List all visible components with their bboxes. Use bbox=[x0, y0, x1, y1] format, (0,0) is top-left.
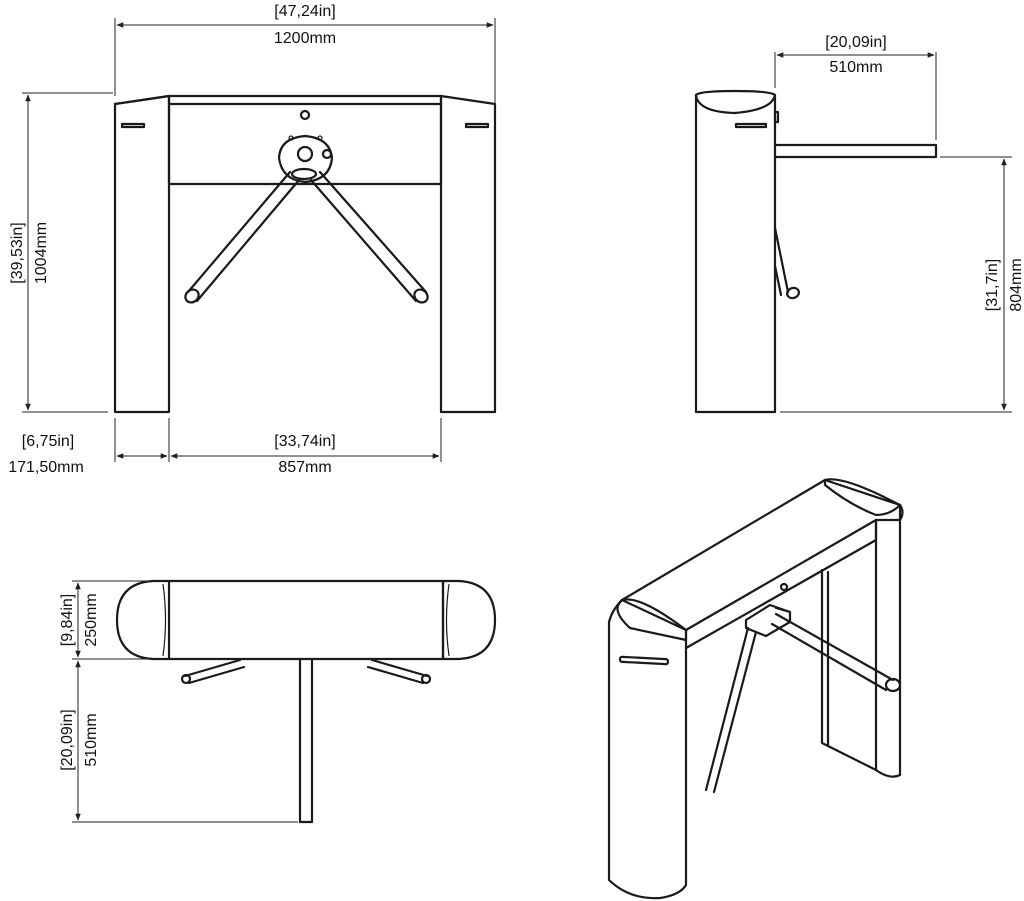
iso-far-cap bbox=[823, 478, 902, 517]
iso-horizontal-arm bbox=[770, 612, 895, 692]
top-arm-length-inches: [20,09in] bbox=[59, 709, 76, 770]
front-height-inches: [39,53in] bbox=[9, 222, 26, 283]
front-lock-icon bbox=[299, 109, 311, 121]
front-right-post bbox=[439, 94, 497, 414]
iso-lock-icon bbox=[779, 582, 789, 592]
side-arm-height-mm: 804mm bbox=[1008, 258, 1024, 311]
front-left-arm bbox=[186, 170, 301, 303]
iso-near-cap bbox=[616, 598, 688, 642]
front-housing bbox=[167, 102, 443, 186]
side-arm-length-mm: 510mm bbox=[829, 59, 882, 76]
iso-near-post bbox=[607, 620, 688, 900]
top-left-cap bbox=[115, 579, 171, 661]
side-arm-length-inches: [20,09in] bbox=[825, 34, 886, 51]
top-long-arm bbox=[298, 657, 314, 824]
front-passage-width-inches: [33,74in] bbox=[274, 433, 335, 450]
top-arm-length-mm: 510mm bbox=[83, 713, 100, 766]
top-right-arm bbox=[366, 658, 429, 685]
side-horizontal-arm bbox=[773, 143, 938, 159]
iso-far-post bbox=[820, 538, 878, 772]
iso-far-post-edge bbox=[874, 503, 902, 778]
top-left-arm bbox=[183, 658, 246, 685]
side-arm-height-inches: [31,7in] bbox=[984, 259, 1001, 311]
front-right-slot bbox=[464, 122, 490, 129]
front-top-beam bbox=[167, 94, 443, 106]
front-right-arm bbox=[309, 170, 428, 303]
top-view: [9,84in] 250mm [20,09in] 510mm bbox=[59, 579, 497, 824]
side-slot bbox=[734, 122, 768, 129]
front-post-width-mm: 171,50mm bbox=[8, 459, 84, 476]
front-width-mm: 1200mm bbox=[274, 30, 336, 47]
side-view: [20,09in] 510mm [31,7in] 804mm bbox=[694, 34, 1024, 414]
front-view: [47,24in] 1200mm [39,53in] 1004mm [6,75i… bbox=[8, 3, 497, 476]
front-left-post bbox=[113, 94, 171, 414]
front-width-inches: [47,24in] bbox=[274, 3, 335, 20]
front-left-slot bbox=[120, 122, 146, 129]
iso-slot bbox=[618, 655, 670, 666]
front-passage-width-mm: 857mm bbox=[278, 459, 331, 476]
top-depth-inches: [9,84in] bbox=[59, 594, 76, 646]
iso-top-beam bbox=[620, 478, 904, 650]
top-right-cap bbox=[441, 579, 497, 661]
isometric-view bbox=[607, 478, 904, 900]
top-depth-mm: 250mm bbox=[83, 593, 100, 646]
front-height-mm: 1004mm bbox=[33, 222, 50, 284]
front-post-width-inches: [6,75in] bbox=[22, 433, 74, 450]
side-post-cap bbox=[694, 89, 777, 115]
iso-down-arm bbox=[704, 626, 758, 794]
side-post bbox=[694, 93, 777, 414]
side-angled-arm bbox=[773, 226, 790, 297]
top-body bbox=[167, 579, 445, 661]
